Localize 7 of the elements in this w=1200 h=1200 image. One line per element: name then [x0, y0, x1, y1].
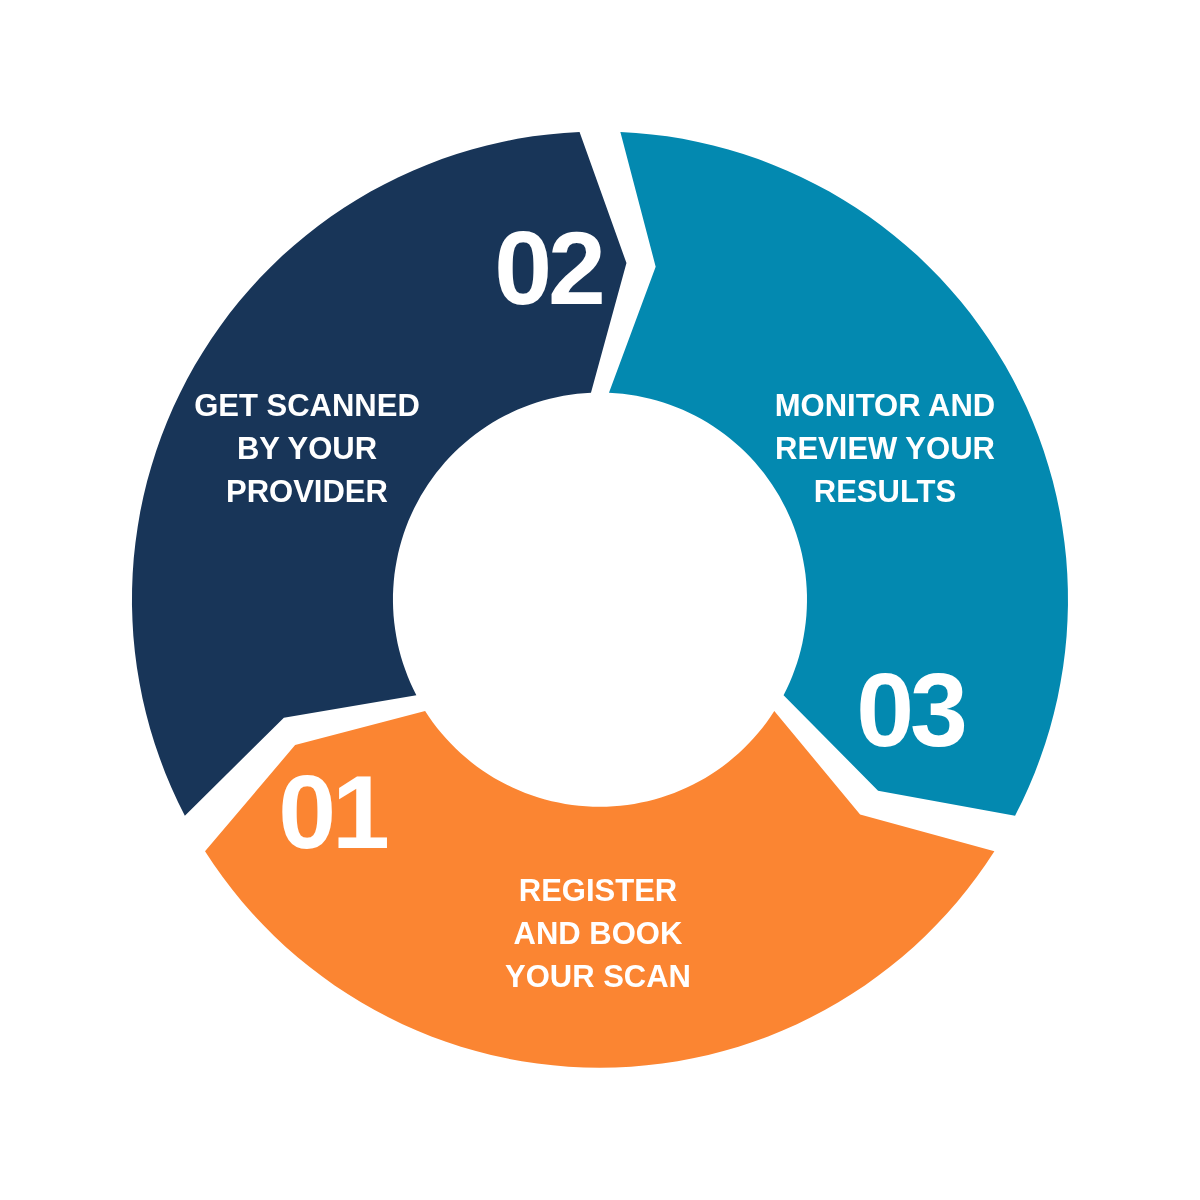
step-label: MONITOR AND REVIEW YOUR RESULTS — [773, 386, 997, 511]
step-label: GET SCANNED BY YOUR PROVIDER — [193, 386, 421, 511]
ring-segment — [609, 132, 1068, 817]
step-number: 03 — [856, 658, 964, 762]
step-number: 02 — [494, 216, 602, 320]
step-label: REGISTER AND BOOK YOUR SCAN — [503, 871, 692, 996]
step-number: 01 — [278, 760, 386, 864]
